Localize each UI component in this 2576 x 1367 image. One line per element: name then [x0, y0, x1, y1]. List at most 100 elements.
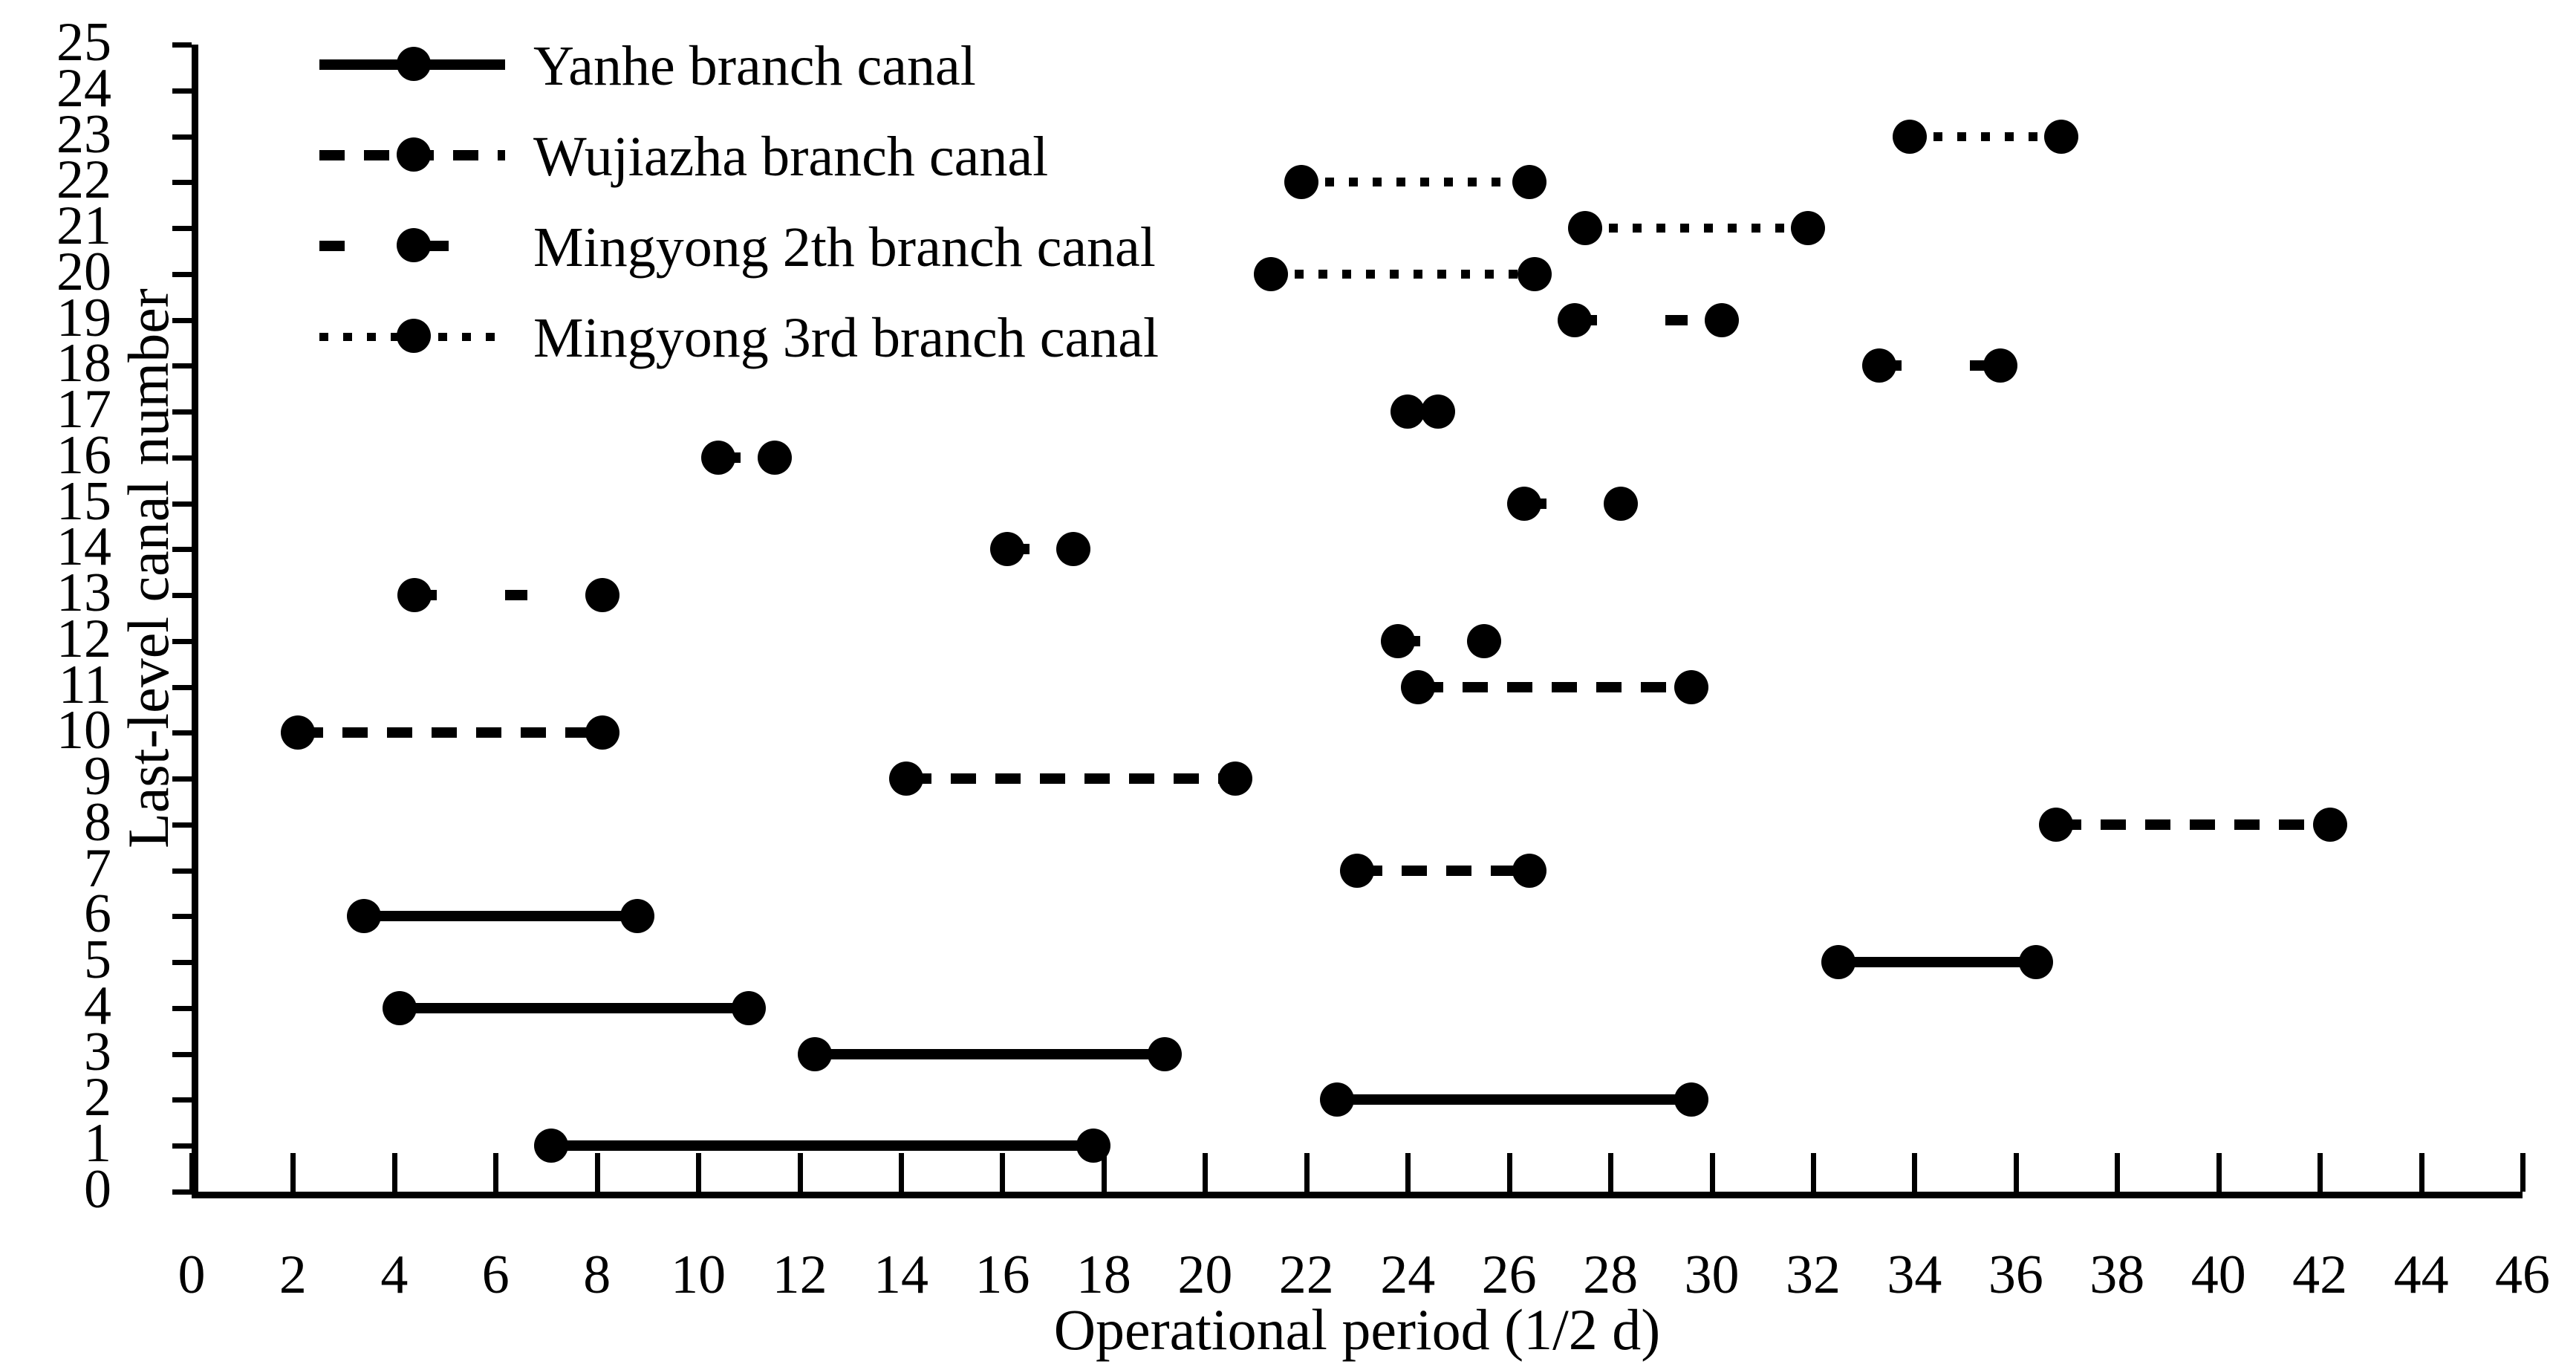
- segment-line: [1336, 1094, 1692, 1105]
- segment-line: [1417, 681, 1692, 692]
- segment-line: [1584, 224, 1809, 233]
- segment-endpoint-marker: [701, 440, 736, 475]
- x-tick-label: 6: [481, 1244, 510, 1305]
- y-tick: [172, 1143, 192, 1149]
- x-tick-label: 26: [1481, 1244, 1537, 1305]
- x-tick: [797, 1153, 803, 1192]
- x-tick: [2216, 1153, 2222, 1192]
- segment-endpoint-marker: [2044, 119, 2079, 154]
- x-tick: [1608, 1153, 1614, 1192]
- segment-line: [1524, 498, 1621, 509]
- segment-endpoint-marker: [1705, 302, 1740, 337]
- segment-endpoint-marker: [1512, 853, 1546, 888]
- y-tick: [172, 914, 192, 920]
- segment-endpoint-marker: [1603, 486, 1638, 521]
- segment-endpoint-marker: [1517, 256, 1552, 291]
- segment-endpoint-marker: [1466, 623, 1501, 658]
- x-tick: [2520, 1153, 2525, 1192]
- y-tick-label: 16: [56, 424, 111, 486]
- segment-endpoint-marker: [585, 715, 619, 750]
- y-tick-label: 7: [84, 837, 111, 899]
- y-tick-label: 19: [56, 287, 111, 348]
- y-tick-label: 9: [84, 746, 111, 808]
- y-tick-label: 3: [84, 1021, 111, 1082]
- segment-endpoint-marker: [1507, 486, 1542, 521]
- y-tick: [172, 180, 192, 186]
- segment-endpoint-marker: [1861, 348, 1896, 383]
- x-tick: [2419, 1153, 2424, 1192]
- segment-endpoint-marker: [585, 578, 619, 613]
- y-tick-label: 20: [56, 241, 111, 302]
- y-tick: [172, 363, 192, 369]
- segment-endpoint-marker: [2039, 807, 2074, 842]
- segment-endpoint-marker: [888, 762, 923, 796]
- segment-endpoint-marker: [2312, 807, 2347, 842]
- y-tick-label: 1: [84, 1113, 111, 1175]
- x-tick: [899, 1153, 905, 1192]
- y-tick: [172, 271, 192, 277]
- y-tick: [172, 409, 192, 415]
- segment-endpoint-marker: [1254, 256, 1289, 291]
- segment-line: [1357, 865, 1529, 876]
- x-tick: [1912, 1153, 1918, 1192]
- legend-circle-marker-icon: [397, 137, 431, 172]
- y-tick: [172, 1097, 192, 1103]
- x-tick: [1810, 1153, 1816, 1192]
- x-tick: [2115, 1153, 2121, 1192]
- x-tick-label: 10: [671, 1244, 726, 1305]
- y-tick: [172, 730, 192, 736]
- x-tick: [391, 1153, 397, 1192]
- x-axis-title: Operational period (1/2 d): [1053, 1297, 1661, 1362]
- y-tick-label: 14: [56, 516, 111, 578]
- legend-item-4[interactable]: Mingyong 3rd branch canal: [319, 294, 1359, 385]
- segment-endpoint-marker: [1218, 762, 1253, 796]
- segment-endpoint-marker: [1674, 1082, 1709, 1117]
- y-tick-label: 22: [56, 149, 111, 211]
- x-tick-label: 28: [1583, 1244, 1639, 1305]
- x-tick: [1000, 1153, 1006, 1192]
- x-tick-label: 18: [1076, 1244, 1131, 1305]
- y-tick: [172, 547, 192, 553]
- legend-label: Wujiazha branch canal: [533, 126, 1049, 188]
- segment-endpoint-marker: [1319, 1082, 1354, 1117]
- x-tick-label: 20: [1177, 1244, 1233, 1305]
- legend-item-1[interactable]: Yanhe branch canal: [319, 22, 1359, 113]
- x-tick: [696, 1153, 702, 1192]
- segment-line: [905, 773, 1236, 785]
- y-axis-line: [192, 45, 198, 1195]
- y-tick-label: 11: [58, 654, 111, 715]
- y-tick: [172, 776, 192, 782]
- segment-endpoint-marker: [620, 899, 655, 934]
- y-tick-label: 17: [56, 379, 111, 441]
- segment-endpoint-marker: [1056, 532, 1090, 567]
- x-tick-label: 46: [2495, 1244, 2550, 1305]
- x-tick: [1101, 1153, 1107, 1192]
- y-tick: [172, 868, 192, 874]
- legend-label: Mingyong 3rd branch canal: [533, 307, 1159, 369]
- segment-endpoint-marker: [1983, 348, 2018, 383]
- y-tick-label: 12: [56, 608, 111, 669]
- y-tick-label: 5: [84, 929, 111, 991]
- x-tick: [1304, 1153, 1310, 1192]
- segment-endpoint-marker: [1512, 165, 1546, 200]
- segment-endpoint-marker: [1791, 211, 1826, 246]
- y-tick-label: 21: [56, 195, 111, 257]
- y-tick: [172, 501, 192, 507]
- segment-line: [1909, 131, 2062, 141]
- segment-line: [1838, 957, 2037, 968]
- y-tick: [172, 638, 192, 644]
- y-tick: [172, 1189, 192, 1195]
- x-tick-label: 16: [975, 1244, 1030, 1305]
- segment-endpoint-marker: [1076, 1129, 1111, 1163]
- legend-item-3[interactable]: Mingyong 2th branch canal: [319, 204, 1359, 294]
- x-tick-label: 14: [874, 1244, 929, 1305]
- x-tick-label: 8: [583, 1244, 611, 1305]
- segment-endpoint-marker: [990, 532, 1025, 567]
- legend-item-2[interactable]: Wujiazha branch canal: [319, 113, 1359, 204]
- y-tick-label: 0: [84, 1159, 111, 1220]
- segment-line: [399, 1002, 749, 1013]
- segment-line: [815, 1048, 1165, 1059]
- y-tick: [172, 226, 192, 232]
